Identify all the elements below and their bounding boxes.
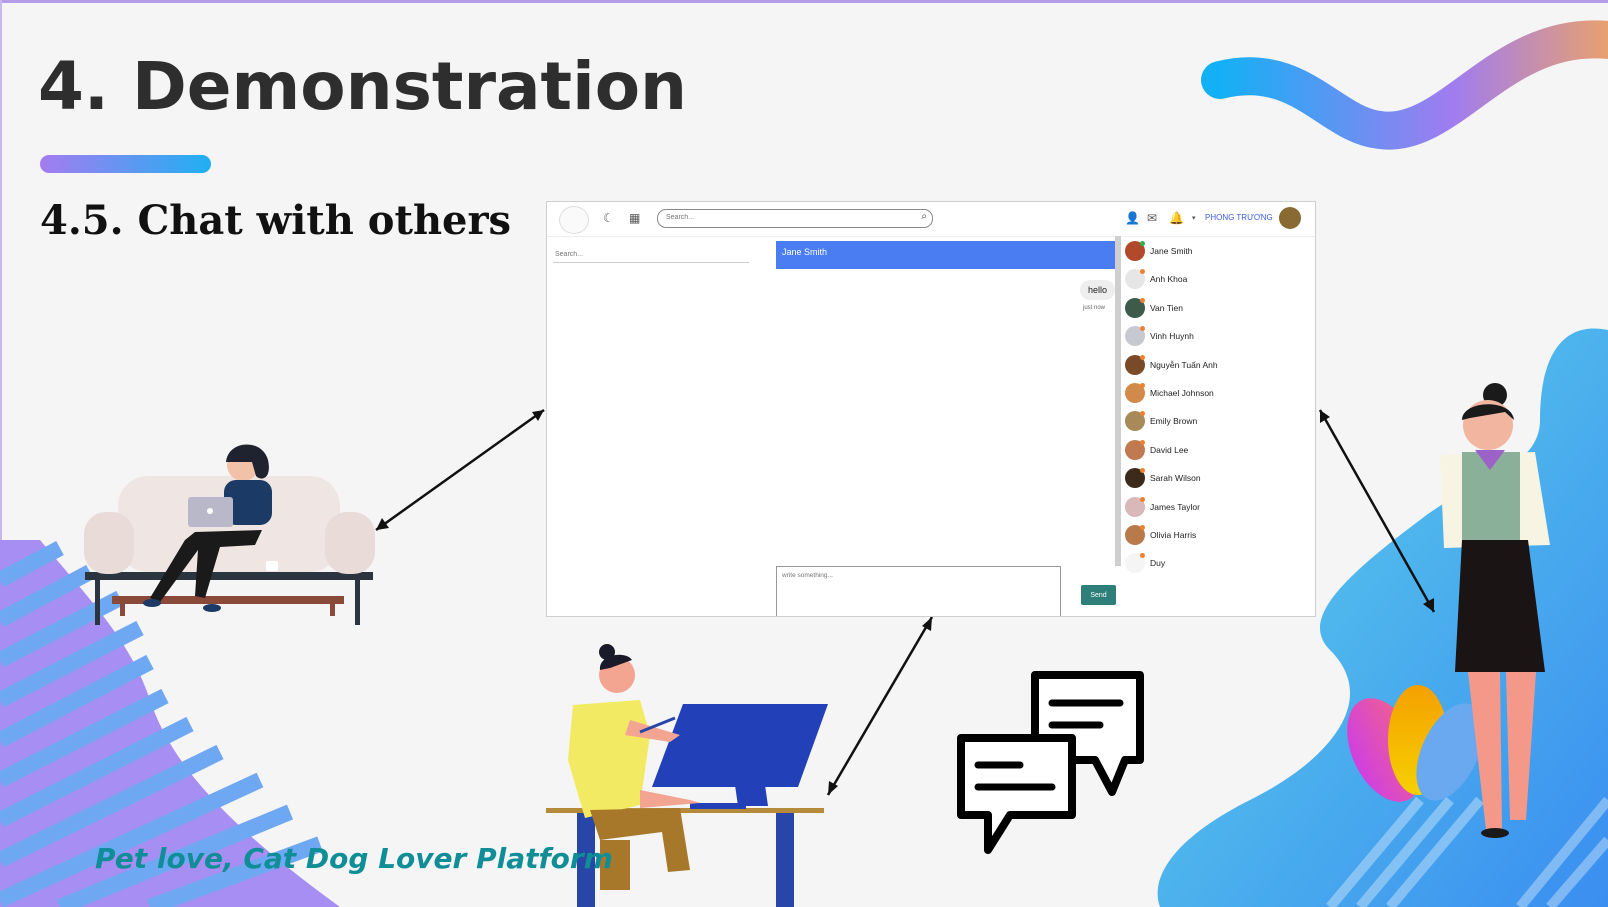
message-bubble: hello — [1080, 280, 1116, 300]
status-dot — [1140, 383, 1145, 388]
friend-item[interactable]: Nguyễn Tuấn Anh — [1125, 354, 1305, 375]
grid-icon[interactable]: ▦ — [629, 211, 641, 225]
friend-name: Nguyễn Tuấn Anh — [1150, 359, 1218, 370]
message-input-box[interactable] — [776, 566, 1061, 616]
chat-app-screenshot: ☾ ▦ ⌕ 👤 ✉ 🔔 ▾ PHONG TRƯƠNG Jane Smith he… — [546, 201, 1316, 617]
friend-item[interactable]: Emily Brown — [1125, 411, 1305, 432]
caret-down-icon[interactable]: ▾ — [1192, 215, 1196, 222]
status-dot — [1140, 439, 1145, 445]
conversation-search[interactable] — [553, 248, 749, 263]
friend-item[interactable]: Olivia Harris — [1125, 525, 1305, 545]
message-time: just now — [1083, 305, 1106, 311]
status-dot — [1140, 326, 1145, 332]
bell-icon[interactable]: 🔔 — [1169, 211, 1184, 225]
friend-avatar — [1125, 439, 1145, 460]
friend-avatar — [1125, 326, 1145, 347]
friend-avatar — [1125, 411, 1145, 432]
status-dot — [1140, 496, 1145, 502]
friend-item[interactable]: Duy — [1125, 553, 1305, 574]
friend-item[interactable]: Jane Smith — [1125, 241, 1305, 261]
friend-item[interactable]: Van Tien — [1125, 297, 1305, 318]
chat-header: Jane Smith — [776, 241, 1116, 269]
friend-name: Emily Brown — [1150, 416, 1198, 427]
friend-name: Olivia Harris — [1150, 530, 1197, 540]
app-logo[interactable] — [559, 206, 589, 234]
search-icon[interactable]: ⌕ — [921, 211, 927, 222]
message-icon[interactable]: ✉ — [1147, 211, 1158, 225]
status-dot — [1140, 525, 1145, 530]
slide-title: 4. Demonstration — [38, 48, 688, 125]
send-button[interactable]: Send — [1081, 585, 1116, 605]
friend-avatar — [1125, 553, 1145, 574]
friend-avatar — [1125, 241, 1145, 261]
status-dot — [1140, 354, 1145, 360]
title-underline — [40, 155, 211, 173]
friend-avatar — [1125, 525, 1145, 545]
top-border — [0, 0, 1608, 3]
friend-name: Jane Smith — [1150, 246, 1193, 256]
friend-avatar — [1125, 383, 1145, 403]
status-dot — [1140, 269, 1145, 275]
status-dot — [1140, 297, 1145, 303]
friend-name: Sarah Wilson — [1150, 473, 1201, 484]
friend-avatar — [1125, 354, 1145, 375]
friend-name: James Taylor — [1150, 501, 1200, 512]
friend-name: Van Tien — [1150, 302, 1183, 313]
status-dot — [1140, 468, 1145, 474]
friend-item[interactable]: Sarah Wilson — [1125, 468, 1305, 489]
friend-avatar — [1125, 468, 1145, 489]
conversation-search-input[interactable] — [553, 250, 747, 259]
friend-item[interactable]: Michael Johnson — [1125, 383, 1305, 403]
footer-tagline: Pet love, Cat Dog Lover Platform — [95, 842, 613, 875]
friend-item[interactable]: James Taylor — [1125, 496, 1305, 517]
friend-name: Michael Johnson — [1150, 388, 1214, 398]
slide-subtitle: 4.5. Chat with others — [40, 197, 512, 244]
friend-item[interactable]: David Lee — [1125, 439, 1305, 460]
app-navbar: ☾ ▦ ⌕ 👤 ✉ 🔔 ▾ PHONG TRƯƠNG — [547, 202, 1315, 237]
user-name[interactable]: PHONG TRƯƠNG — [1205, 213, 1273, 222]
moon-icon[interactable]: ☾ — [603, 211, 614, 225]
friend-name: Anh Khoa — [1150, 274, 1188, 285]
status-dot — [1140, 553, 1145, 559]
friend-avatar — [1125, 297, 1145, 318]
friend-name: David Lee — [1150, 444, 1189, 455]
top-search-field[interactable]: ⌕ — [657, 209, 933, 228]
friend-item[interactable]: Anh Khoa — [1125, 269, 1305, 290]
friend-avatar — [1125, 496, 1145, 517]
status-dot — [1140, 411, 1145, 417]
user-icon[interactable]: 👤 — [1125, 211, 1140, 225]
friend-name: Vinh Huynh — [1150, 331, 1194, 342]
friend-avatar — [1125, 269, 1145, 290]
friends-scrollbar[interactable] — [1115, 236, 1121, 566]
message-input[interactable] — [777, 567, 1057, 616]
user-avatar[interactable] — [1279, 207, 1301, 229]
top-search-input[interactable] — [664, 213, 898, 222]
friend-item[interactable]: Vinh Huynh — [1125, 326, 1305, 347]
status-dot — [1140, 241, 1145, 246]
chat-contact-name: Jane Smith — [782, 247, 828, 257]
friend-name: Duy — [1150, 558, 1166, 569]
left-border — [0, 0, 2, 907]
